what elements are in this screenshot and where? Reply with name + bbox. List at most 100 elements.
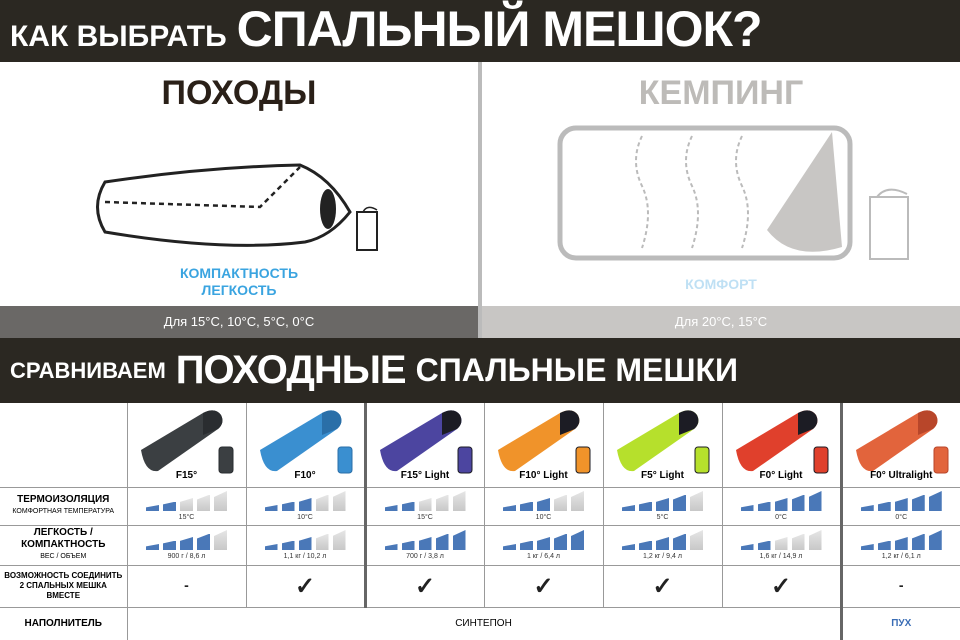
- level-bar: [180, 537, 193, 550]
- connect-cell: ✓: [602, 564, 723, 608]
- level-bar: [332, 491, 346, 511]
- weight-value: 1 кг / 6,4 л: [526, 553, 561, 560]
- sleeping-bag-image: [616, 410, 709, 474]
- weight-cell: 1,2 кг / 6,1 л: [839, 524, 960, 566]
- level-bar: [146, 544, 159, 550]
- weight-sub: ВЕС / ОБЪЕМ: [40, 553, 87, 560]
- weight-cell: 900 г / 8,6 л: [126, 524, 247, 566]
- filler-down: ПУХ: [839, 606, 960, 640]
- connect-cell: ✓: [483, 564, 604, 608]
- product-name: F15° Light: [400, 469, 450, 481]
- connect-cell: ✓: [245, 564, 366, 608]
- weight-title1: ЛЕГКОСТЬ /: [33, 527, 93, 538]
- level-bar: [554, 533, 567, 550]
- level-bar: [503, 505, 516, 511]
- level-bar: [332, 530, 346, 550]
- empty-header-cell: [0, 403, 128, 488]
- weight-value: 1,6 кг / 14,9 л: [759, 553, 803, 560]
- level-bar: [622, 505, 635, 511]
- level-bar: [281, 501, 295, 511]
- weight-cell: 1,1 кг / 10,2 л: [245, 524, 366, 566]
- level-bar: [146, 505, 159, 511]
- header-small: КАК ВЫБРАТЬ: [10, 20, 227, 53]
- level-bar: [791, 494, 805, 511]
- level-bar: [197, 533, 210, 550]
- level-bar: [757, 540, 771, 550]
- level-bar: [774, 498, 788, 511]
- level-bar: [571, 491, 584, 511]
- weight-value: 1,2 кг / 9,4 л: [643, 553, 682, 560]
- weight-cell: 1,6 кг / 14,9 л: [721, 524, 842, 566]
- thermo-cell: 15°C: [363, 486, 485, 526]
- level-bar: [757, 501, 771, 511]
- level-bar: [315, 533, 329, 550]
- product-name: F5° Light: [641, 469, 684, 481]
- level-bar: [435, 494, 449, 511]
- level-bar: [690, 530, 703, 550]
- product-name: F10° Light: [519, 469, 568, 481]
- caption-compactness: КОМПАКТНОСТЬ: [179, 265, 299, 281]
- level-bar: [214, 530, 227, 550]
- row-label-filler: НАПОЛНИТЕЛЬ: [0, 606, 128, 640]
- sleeping-bag-image: [497, 410, 590, 474]
- level-bar: [315, 494, 329, 511]
- caption-lightness: ЛЕГКОСТЬ: [201, 282, 277, 298]
- level-bar: [860, 505, 874, 511]
- level-bar: [298, 537, 312, 550]
- thermo-level: [843, 491, 960, 511]
- level-bar: [384, 544, 398, 550]
- product-image-cell: F10° Light: [483, 403, 604, 488]
- product-image-cell: F15°: [126, 403, 247, 488]
- weight-level: [128, 530, 246, 550]
- hiking-footer: Для 15°C, 10°C, 5°C, 0°C: [0, 306, 478, 338]
- level-bar: [860, 544, 874, 550]
- level-bar: [911, 494, 925, 511]
- level-bar: [808, 530, 822, 550]
- weight-level: [247, 530, 364, 550]
- level-bar: [656, 498, 669, 511]
- weight-cell: 700 г / 3,8 л: [363, 524, 485, 566]
- level-bar: [740, 544, 754, 550]
- product-image-cell: F15° Light: [363, 403, 485, 488]
- thermo-cell: 10°C: [483, 486, 604, 526]
- level-bar: [264, 505, 278, 511]
- section-header: СРАВНИВАЕМ ПОХОДНЫЕ СПАЛЬНЫЕ МЕШКИ: [0, 338, 960, 403]
- weight-title2: КОМПАКТНОСТЬ: [21, 539, 106, 550]
- weight-level: [485, 530, 603, 550]
- level-bar: [639, 501, 652, 511]
- weight-level: [604, 530, 722, 550]
- weight-level: [367, 530, 484, 550]
- level-bar: [639, 540, 652, 550]
- checkmark-icon: ✓: [294, 572, 316, 600]
- level-bar: [435, 533, 449, 550]
- level-bar: [214, 491, 227, 511]
- thermo-cell: 0°C: [721, 486, 842, 526]
- sleeping-bag-image: [259, 410, 352, 474]
- product-name: F0° Light: [759, 469, 803, 481]
- level-bar: [281, 540, 295, 550]
- level-bar: [197, 494, 210, 511]
- level-bar: [452, 491, 466, 511]
- level-bar: [520, 540, 533, 550]
- sleeping-bag-image: [855, 410, 948, 474]
- weight-level: [843, 530, 960, 550]
- product-image-cell: F0° Light: [721, 403, 842, 488]
- level-bar: [520, 501, 533, 511]
- section-rest: СПАЛЬНЫЕ МЕШКИ: [415, 352, 739, 388]
- weight-cell: 1 кг / 6,4 л: [483, 524, 604, 566]
- level-bar: [877, 540, 891, 550]
- hiking-panel: ПОХОДЫ КОМПАКТНОСТЬ ЛЕГКОСТЬ Для 15°C, 1…: [0, 62, 478, 338]
- weight-value: 1,2 кг / 6,1 л: [881, 553, 921, 560]
- thermo-level: [604, 491, 722, 511]
- section-small: СРАВНИВАЕМ: [10, 357, 166, 383]
- section-big: ПОХОДНЫЕ: [175, 348, 407, 392]
- sleeping-bag-image: [735, 410, 828, 474]
- level-bar: [928, 491, 942, 511]
- thermo-title: ТЕРМОИЗОЛЯЦИЯ: [17, 494, 110, 505]
- level-bar: [401, 540, 415, 550]
- weight-value: 900 г / 8,6 л: [167, 553, 206, 560]
- level-bar: [877, 501, 891, 511]
- level-bar: [673, 533, 686, 550]
- level-bar: [656, 537, 669, 550]
